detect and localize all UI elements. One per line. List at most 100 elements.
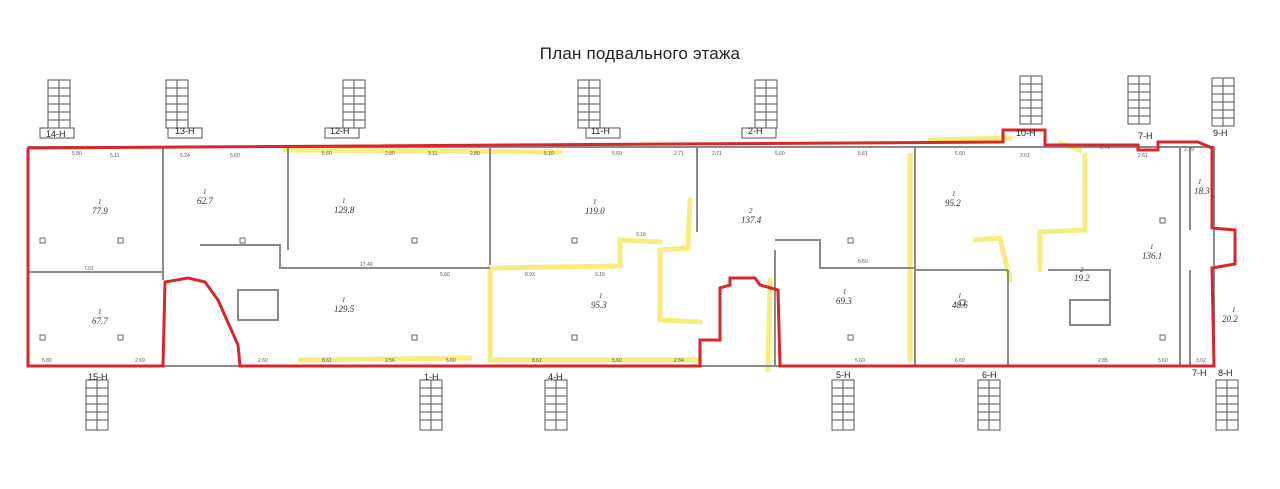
stair-15: [85, 379, 109, 431]
dimension: 5.60: [446, 358, 456, 364]
room-area: 19.2: [1074, 273, 1090, 283]
entrance-label: 13-Н: [175, 126, 195, 136]
stair-6: [977, 379, 1001, 431]
entrance-label: 11-Н: [591, 126, 610, 136]
stair-5: [831, 379, 855, 431]
stairs-top: [39, 75, 1235, 139]
room-area: 119.0: [585, 206, 605, 216]
dimension: 7.01: [84, 266, 94, 272]
dimension: 5.60: [440, 272, 450, 278]
dimension: 2.80: [385, 151, 395, 157]
column-markers: [39, 217, 1166, 341]
dimension: 5.60: [1158, 358, 1168, 364]
room-number: 1: [843, 288, 847, 296]
room-area: 95.2: [945, 198, 961, 208]
dimension: 2.60: [258, 358, 268, 364]
stair-7: [1127, 75, 1151, 125]
yellow-highlights: [282, 135, 1088, 373]
entrance-label: 9-Н: [1213, 128, 1228, 138]
stair-2: [741, 79, 778, 139]
dimension: 5.60: [230, 153, 240, 159]
room-number: 1: [1198, 178, 1202, 186]
entrance-label: 1-Н: [424, 372, 439, 382]
entrance-label: 7-Н: [1138, 131, 1153, 141]
room-area: 62.7: [197, 196, 213, 206]
dimension: 8.61: [532, 358, 542, 364]
room-number: 1: [593, 198, 597, 206]
stair-13: [165, 79, 203, 139]
dimension: 2.84: [674, 358, 684, 364]
dimension: 2.80: [470, 151, 480, 157]
dimension: 2.61: [1138, 153, 1148, 159]
stair-12: [324, 79, 366, 139]
dimension: 8.61: [322, 358, 332, 364]
dimension: 6.60: [955, 358, 965, 364]
room-area: 48.6: [952, 300, 968, 310]
dimension: 3.16: [636, 232, 646, 238]
dimension: 5.80: [72, 151, 82, 157]
stair-9: [1211, 77, 1235, 127]
room-area: 137.4: [741, 215, 762, 225]
entrance-label: 14-Н: [46, 129, 66, 139]
dimension: 5.60: [955, 151, 965, 157]
room-number: 2: [749, 207, 753, 215]
dimension: 8.93: [525, 272, 535, 278]
dimension: 2.79: [1184, 147, 1194, 153]
room-number: 1: [342, 296, 346, 304]
dimension: 5.10: [544, 151, 554, 157]
entrance-label: 12-Н: [330, 126, 350, 136]
dimension: 3.02: [1196, 358, 1206, 364]
entrance-label: 5-Н: [836, 370, 851, 380]
dimension: 5.11: [110, 153, 120, 159]
dimension: 3.11: [428, 151, 438, 157]
room-number: 1: [342, 197, 346, 205]
entrance-label: 4-Н: [548, 372, 563, 382]
room-area: 67.7: [92, 316, 108, 326]
room-area: 69.3: [836, 296, 852, 306]
entrance-label: 8-Н: [1218, 368, 1233, 378]
dimension: 5.60: [775, 151, 785, 157]
entrance-label: 7-Н: [1192, 368, 1207, 378]
stair-4: [544, 379, 568, 431]
page-title: План подвального этажа: [539, 44, 741, 63]
entrance-label: 10-Н: [1016, 128, 1036, 138]
room-area: 95.3: [591, 300, 607, 310]
entrance-label: 6-Н: [982, 370, 997, 380]
interior-walls: [27, 146, 1215, 367]
room-number: 1: [1232, 306, 1236, 314]
dimension: 17.40: [360, 262, 373, 268]
dimension: 2.69: [135, 358, 145, 364]
room-number: 1: [958, 292, 962, 300]
room-area: 77.9: [92, 206, 108, 216]
room-labels: 1 77.9 1 62.7 1 129.8 1 119.0 2 137.4 1 …: [92, 178, 1238, 326]
dimension: 3.19: [595, 272, 605, 278]
room-area: 18.3: [1194, 186, 1210, 196]
red-boundary: [26, 128, 1237, 368]
dimension: 5.60: [855, 358, 865, 364]
dimension: 2.61: [1020, 153, 1030, 159]
room-number: 1: [952, 190, 956, 198]
stair-14: [39, 79, 75, 139]
entrance-label: 2-Н: [748, 126, 763, 136]
dimension-labels: 5.80 5.11 5.24 5.60 5.60 2.80 3.11 2.80 …: [42, 145, 1206, 364]
entrance-label: 15-Н: [88, 372, 108, 382]
dimension: 5.60: [612, 151, 622, 157]
room-number: 1: [98, 308, 102, 316]
dimension: 5.60: [322, 151, 332, 157]
room-area: 136.1: [1142, 251, 1162, 261]
dimension: 2.85: [1098, 358, 1108, 364]
stairs-bottom: [85, 379, 1239, 431]
dimension: 5.60: [612, 358, 622, 364]
room-area: 20.2: [1222, 314, 1238, 324]
room-number: 2: [1080, 266, 1084, 274]
dimension: 5.24: [180, 153, 190, 159]
dimension: 2.71: [674, 151, 684, 157]
stair-8: [1215, 379, 1239, 431]
room-number: 1: [203, 188, 207, 196]
dimension: 2.71: [712, 151, 722, 157]
stair-10: [1019, 75, 1043, 125]
room-number: 1: [599, 292, 603, 300]
dimension: 5.80: [42, 358, 52, 364]
dimension: 2.79: [1100, 145, 1110, 151]
